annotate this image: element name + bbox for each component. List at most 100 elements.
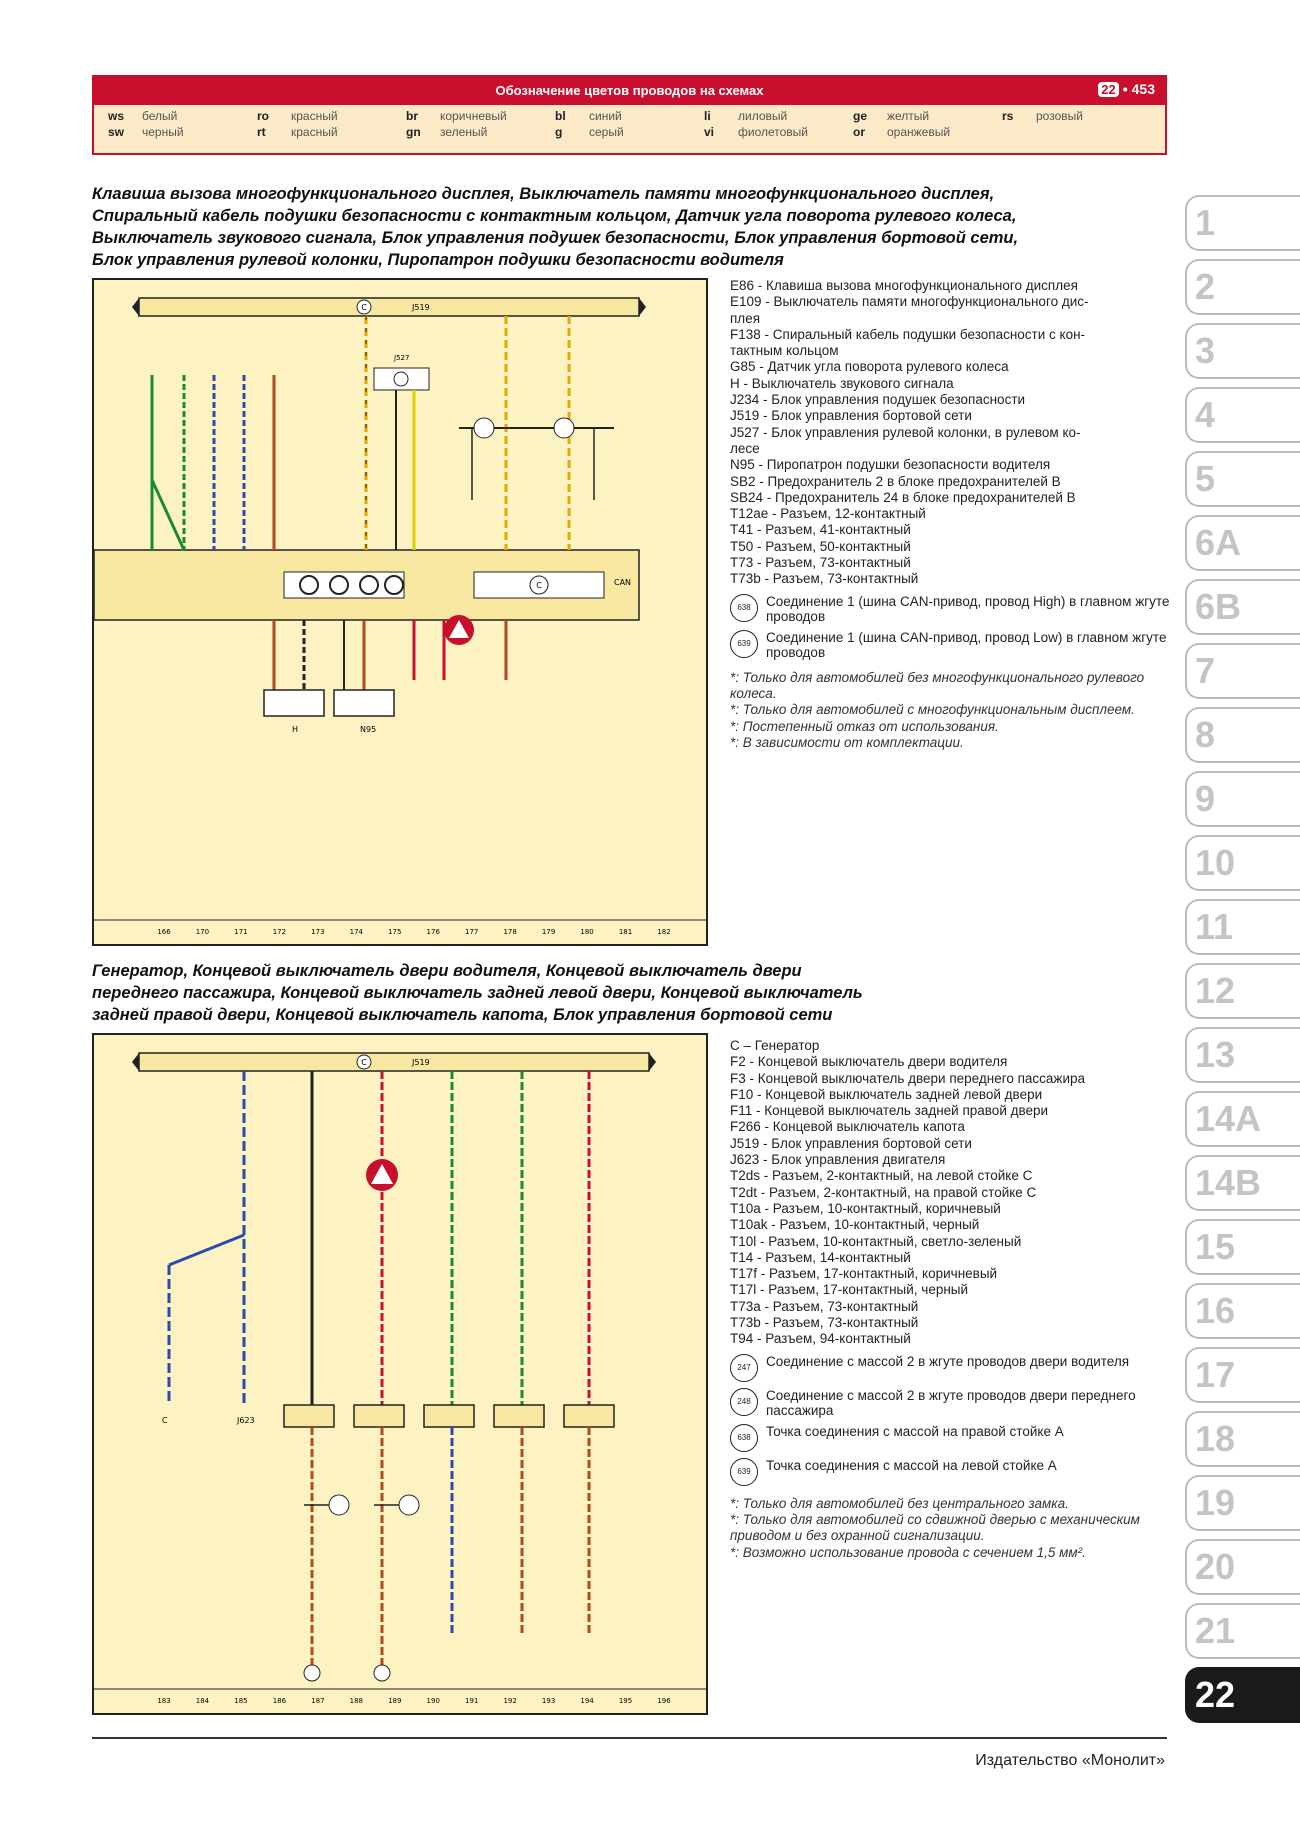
connection-text: Соединение с массой 2 в жгуте проводов д…: [766, 1353, 1130, 1369]
component-entry: E109 - Выключатель памяти многофункциона…: [730, 294, 1089, 310]
chapter-tab-7[interactable]: 7: [1185, 643, 1300, 699]
chapter-tab-8[interactable]: 8: [1185, 707, 1300, 763]
chapter-tab-14a[interactable]: 14A: [1185, 1091, 1300, 1147]
color-name: серый: [589, 125, 624, 139]
connection-text: Точка соединения с массой на левой стойк…: [766, 1457, 1057, 1473]
component-entry: T2ds - Разъем, 2-контактный, на левой ст…: [730, 1168, 1033, 1184]
diagram1-bottom-left: H: [292, 725, 298, 734]
svg-text:C: C: [361, 303, 367, 312]
wiring-diagram-1: C J519 C CAN J527: [92, 278, 708, 946]
component-entry: T10a - Разъем, 10-контактный, коричневый: [730, 1200, 1001, 1216]
component-entry: F2 - Концевой выключатель двери водителя: [730, 1054, 1008, 1070]
axis-tick-label: 178: [503, 928, 516, 936]
component-entry: F266 - Концевой выключатель капота: [730, 1119, 965, 1135]
axis-tick-label: 166: [157, 928, 171, 936]
chapter-tab-2[interactable]: 2: [1185, 259, 1300, 315]
axis-tick-label: 175: [388, 928, 401, 936]
chapter-tab-6b[interactable]: 6B: [1185, 579, 1300, 635]
component-entry: тактным кольцом: [730, 343, 839, 359]
component-entry: T2dt - Разъем, 2-контактный, на правой с…: [730, 1184, 1037, 1200]
legend-title: Обозначение цветов проводов на схемах: [495, 83, 764, 98]
section-title-line: переднего пассажира, Концевой выключател…: [92, 984, 863, 1002]
connection-entry: 247 Соединение с массой 2 в жгуте проводо…: [730, 1353, 1170, 1382]
color-name: синий: [589, 109, 622, 123]
chapter-tab-19[interactable]: 19: [1185, 1475, 1300, 1531]
footnote: *: Только для автомобилей без центрально…: [730, 1495, 1069, 1511]
chapter-tab-3[interactable]: 3: [1185, 323, 1300, 379]
chapter-tab-14b[interactable]: 14B: [1185, 1155, 1300, 1211]
footnote: *: Только для автомобилей без многофункц…: [730, 669, 1145, 701]
section1-legend: E86 - Клавиша вызова многофункциональног…: [730, 278, 1170, 751]
chapter-tab-20[interactable]: 20: [1185, 1539, 1300, 1595]
connection-text: Соединение 1 (шина CAN-привод, провод Hi…: [766, 593, 1170, 624]
diagram2-gen: C: [162, 1416, 168, 1425]
color-code: rs: [1002, 109, 1014, 123]
chapter-tab-12[interactable]: 12: [1185, 963, 1300, 1019]
diagram1-bottom-mid: N95: [360, 725, 376, 734]
axis-tick-label: 184: [196, 1697, 210, 1705]
chapter-tab-5[interactable]: 5: [1185, 451, 1300, 507]
section1-title: Клавиша вызова многофункционального дисп…: [92, 183, 1018, 271]
axis-tick-label: 185: [234, 1697, 247, 1705]
axis-tick-label: 186: [273, 1697, 287, 1705]
connection-text: Соединение с массой 2 в жгуте проводов д…: [766, 1387, 1136, 1418]
chapter-tab-13[interactable]: 13: [1185, 1027, 1300, 1083]
chapter-tab-1[interactable]: 1: [1185, 195, 1300, 251]
svg-text:C: C: [536, 581, 542, 590]
color-code: g: [555, 125, 563, 139]
axis-tick-label: 183: [157, 1697, 170, 1705]
component-entry: T73b - Разъем, 73-контактный: [730, 1315, 919, 1331]
chapter-tab-15[interactable]: 15: [1185, 1219, 1300, 1275]
component-entry: T73 - Разъем, 73-контактный: [730, 555, 911, 571]
axis-tick-label: 189: [388, 1697, 401, 1705]
chapter-tab-10[interactable]: 10: [1185, 835, 1300, 891]
connection-symbol: 247: [730, 1353, 758, 1382]
component-entry: J519 - Блок управления бортовой сети: [730, 1135, 972, 1151]
connection-entry: 639 Точка соединения с массой на левой ст…: [730, 1457, 1170, 1486]
component-entry: T10ak - Разъем, 10-контактный, черный: [730, 1217, 980, 1233]
color-code: ro: [257, 109, 269, 123]
diagram1-can: CAN: [614, 578, 631, 587]
chapter-tab-16[interactable]: 16: [1185, 1283, 1300, 1339]
publisher: Издательство «Монолит»: [975, 1752, 1165, 1769]
color-code: vi: [704, 125, 715, 139]
section-title-line: Клавиша вызова многофункционального дисп…: [92, 185, 995, 203]
connection-symbol: 639: [730, 1457, 758, 1486]
chapter-tab-21[interactable]: 21: [1185, 1603, 1300, 1659]
axis-tick-label: 193: [542, 1697, 555, 1705]
axis-tick-label: 195: [619, 1697, 632, 1705]
axis-tick-label: 187: [311, 1697, 324, 1705]
axis-tick-label: 177: [465, 928, 478, 936]
chapter-tab-22[interactable]: 22: [1185, 1667, 1300, 1723]
color-code: br: [406, 109, 418, 123]
axis-tick-label: 176: [427, 928, 441, 936]
chapter-tab-11[interactable]: 11: [1185, 899, 1300, 955]
section-title-line: Генератор, Концевой выключатель двери во…: [92, 962, 802, 980]
footer-divider: [92, 1737, 1167, 1739]
component-entry: G85 - Датчик угла поворота рулевого коле…: [730, 359, 1009, 375]
axis-tick-label: 171: [234, 928, 247, 936]
component-entry: T10l - Разъем, 10-контактный, светло-зел…: [730, 1233, 1022, 1249]
chapter-tab-17[interactable]: 17: [1185, 1347, 1300, 1403]
footnote: *: Только для автомобилей с многофункцио…: [730, 702, 1135, 718]
color-name: розовый: [1036, 109, 1083, 123]
component-entry: SB24 - Предохранитель 24 в блоке предохр…: [730, 489, 1076, 505]
color-name: зеленый: [440, 125, 488, 139]
chapter-tab-4[interactable]: 4: [1185, 387, 1300, 443]
color-name: коричневый: [440, 109, 507, 123]
chapter-tab-9[interactable]: 9: [1185, 771, 1300, 827]
chapter-tab-18[interactable]: 18: [1185, 1411, 1300, 1467]
color-name: черный: [142, 125, 184, 139]
chapter-tab-6a[interactable]: 6A: [1185, 515, 1300, 571]
